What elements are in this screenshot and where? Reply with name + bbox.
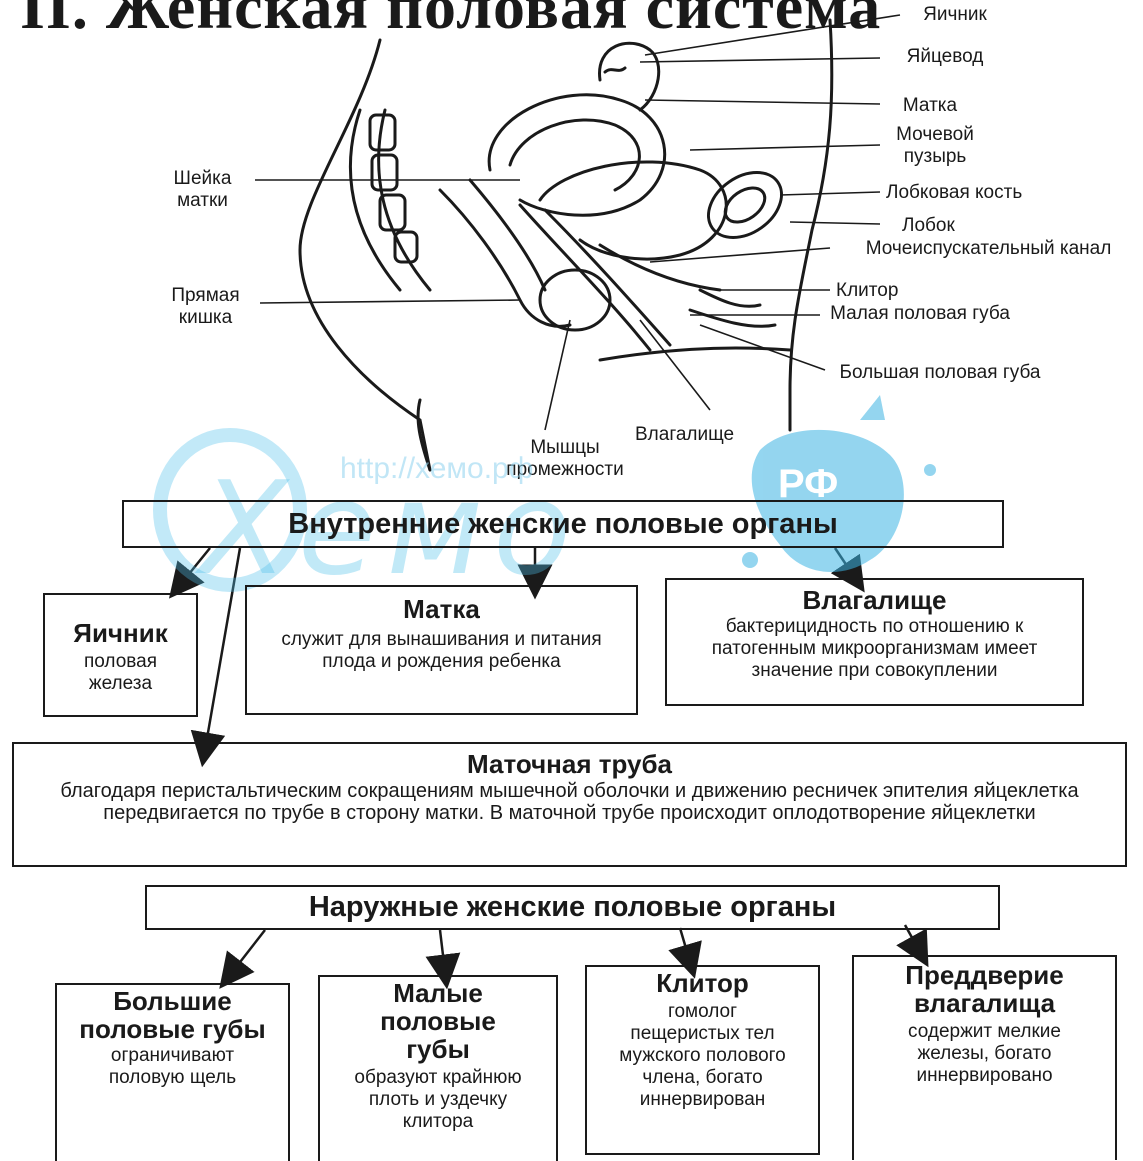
internal-organs-heading: Внутренние женские половые органы — [122, 500, 1004, 548]
label-pubis: Лобок — [902, 215, 1002, 237]
vestibule-desc: содержит мелкие железы, богато иннервиро… — [854, 1017, 1115, 1087]
clitoris-title: Клитор — [587, 969, 818, 997]
label-urethra: Мочеиспускательный канал — [836, 238, 1141, 260]
fallopian-tube-title: Маточная труба — [14, 750, 1125, 778]
label-cervix: Шейка матки — [150, 168, 255, 212]
vagina-title: Влагалище — [667, 586, 1082, 614]
vestibule-box: Преддверие влагалища содержит мелкие жел… — [852, 955, 1117, 1160]
perineum-muscle-shape — [540, 270, 610, 330]
clitoris-desc: гомолог пещеристых тел мужского полового… — [587, 997, 818, 1111]
label-rectum: Прямая кишка — [148, 285, 263, 329]
labia-majora-title: Большие половые губы — [57, 987, 288, 1043]
body-outline-back — [300, 40, 430, 470]
fallopian-tube-box: Маточная труба благодаря перистальтическ… — [12, 742, 1127, 867]
labia-majora-desc: ограничивают половую щель — [57, 1043, 288, 1089]
label-pubic-bone: Лобковая кость — [886, 182, 1136, 204]
vestibule-title: Преддверие влагалища — [854, 961, 1115, 1017]
label-vagina: Влагалище — [635, 424, 795, 446]
labia-minora-title: Малые половые губы — [320, 979, 556, 1063]
vagina-box: Влагалище бактерицидность по отношению к… — [665, 578, 1084, 706]
label-uterus: Матка — [890, 95, 970, 117]
label-oviduct: Яйцевод — [890, 46, 1000, 68]
label-labia-minora: Малая половая губа — [820, 303, 1020, 325]
labia-minora-desc: образуют крайнюю плоть и уздечку клитора — [320, 1063, 556, 1133]
ovary-desc: половая железа — [45, 647, 196, 695]
labia-minora-box: Малые половые губы образуют крайнюю плот… — [318, 975, 558, 1161]
clitoris-box: Клитор гомолог пещеристых тел мужского п… — [585, 965, 820, 1155]
ovary-title: Яичник — [45, 619, 196, 647]
label-bladder: Мочевой пузырь — [880, 124, 990, 168]
label-clitoris: Клитор — [836, 280, 946, 302]
vagina-desc: бактерицидность по отношению к патогенны… — [667, 614, 1082, 682]
uterus-title: Матка — [247, 595, 636, 623]
body-outline-front — [790, 20, 832, 430]
label-ovary: Яичник — [905, 4, 1005, 26]
uterus-desc: служит для вынашивания и питания плода и… — [247, 623, 636, 673]
label-labia-majora: Большая половая губа — [835, 362, 1045, 384]
sacrum — [350, 110, 430, 290]
labia-majora-box: Большие половые губы ограничивают полову… — [55, 983, 290, 1161]
fallopian-tube-desc: благодаря перистальтическим сокращениям … — [14, 778, 1125, 824]
external-organs-heading: Наружные женские половые органы — [145, 885, 1000, 930]
uterus-box: Матка служит для вынашивания и питания п… — [245, 585, 638, 715]
ovary-box: Яичник половая железа — [43, 593, 198, 717]
